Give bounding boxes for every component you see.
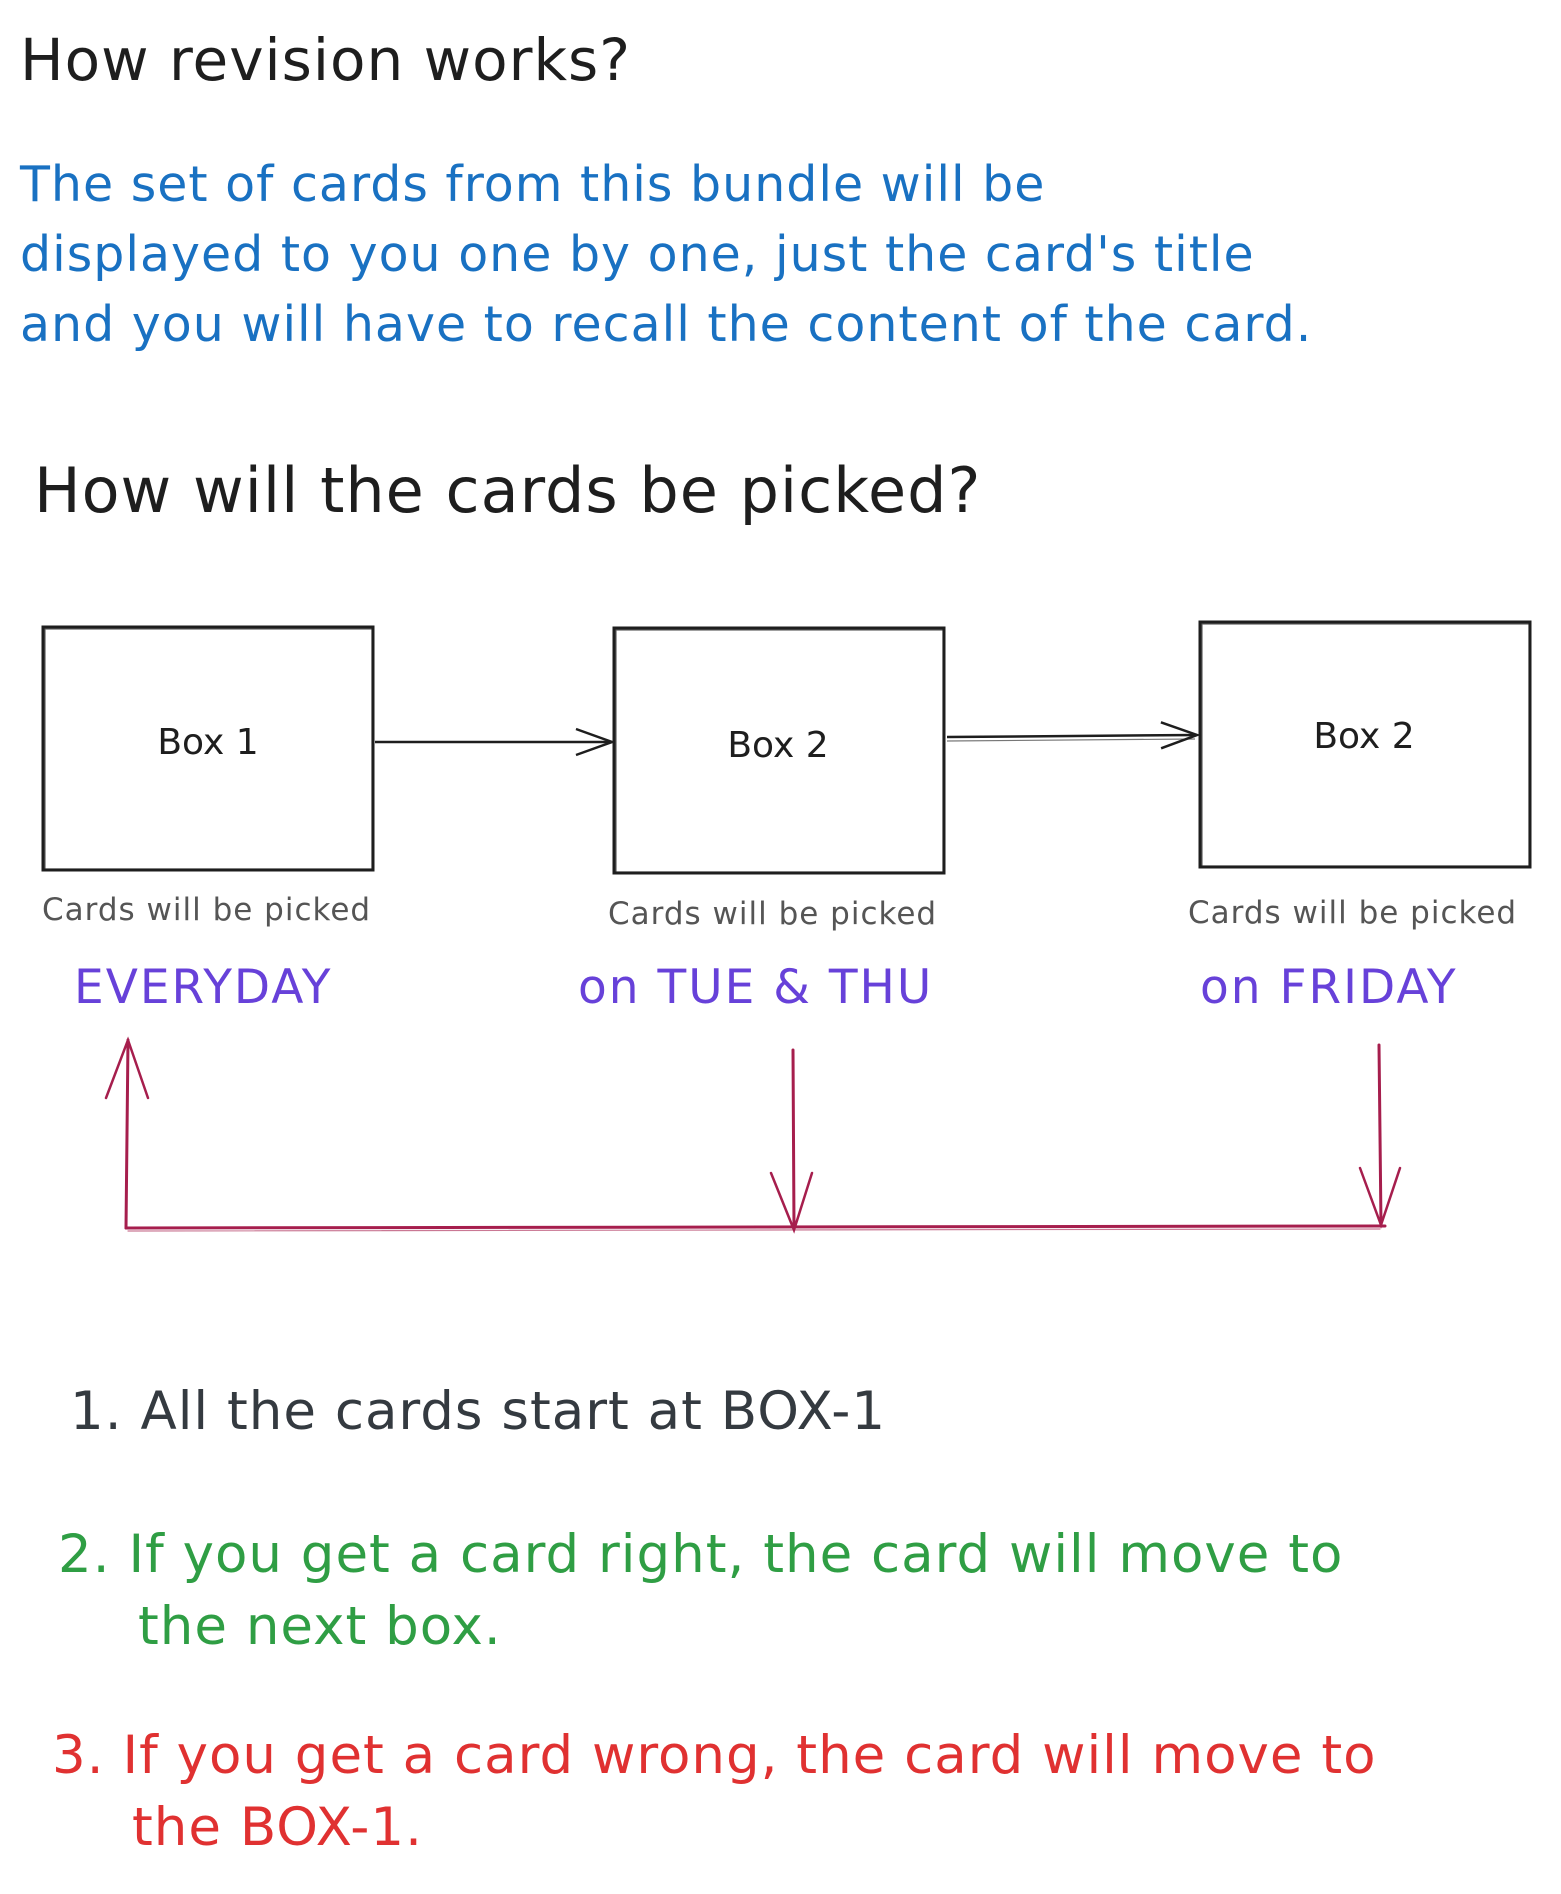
box-1: [41, 625, 375, 872]
box-2: [612, 626, 946, 875]
box-2-picked-caption: Cards will be picked: [608, 896, 938, 932]
box-1-label: Box 1: [157, 722, 259, 763]
rule-1-number: 1.: [70, 1381, 123, 1442]
rule-3-number: 3.: [52, 1725, 105, 1786]
box-3-label: Box 2: [1313, 716, 1415, 757]
rule-3: 3. If you get a card wrong, the card wil…: [52, 1720, 1377, 1864]
box-3: [1198, 620, 1532, 869]
rule-2-text-line-1: If you get a card right, the card will m…: [128, 1524, 1344, 1585]
box-3-picked-caption: Cards will be picked: [1188, 895, 1518, 931]
rule-2-text-line-2: the next box.: [138, 1596, 502, 1657]
intro-line-2: displayed to you one by one, just the ca…: [20, 226, 1255, 283]
box-2-schedule: on TUE & THU: [578, 960, 934, 1015]
rule-3-text-line-2: the BOX-1.: [132, 1797, 423, 1858]
box-1-schedule: EVERYDAY: [74, 960, 333, 1015]
intro-line-3: and you will have to recall the content …: [20, 296, 1313, 353]
heading-how-revision-works: How revision works?: [20, 26, 632, 94]
box-1-picked-caption: Cards will be picked: [42, 892, 372, 928]
rule-2-number: 2.: [58, 1524, 111, 1585]
rule-1: 1. All the cards start at BOX-1: [70, 1376, 886, 1448]
return-arrow-path: [104, 1036, 1402, 1234]
intro-paragraph: The set of cards from this bundle will b…: [20, 150, 1520, 360]
box-3-schedule: on FRIDAY: [1200, 960, 1458, 1015]
rule-1-text: All the cards start at BOX-1: [140, 1381, 887, 1442]
heading-how-cards-picked: How will the cards be picked?: [34, 454, 982, 527]
box-2-label: Box 2: [727, 725, 829, 766]
rule-2: 2. If you get a card right, the card wil…: [58, 1519, 1343, 1663]
intro-line-1: The set of cards from this bundle will b…: [20, 156, 1046, 213]
arrow-box2-to-box3: [946, 735, 1197, 741]
rule-3-text-line-1: If you get a card wrong, the card will m…: [122, 1725, 1377, 1786]
